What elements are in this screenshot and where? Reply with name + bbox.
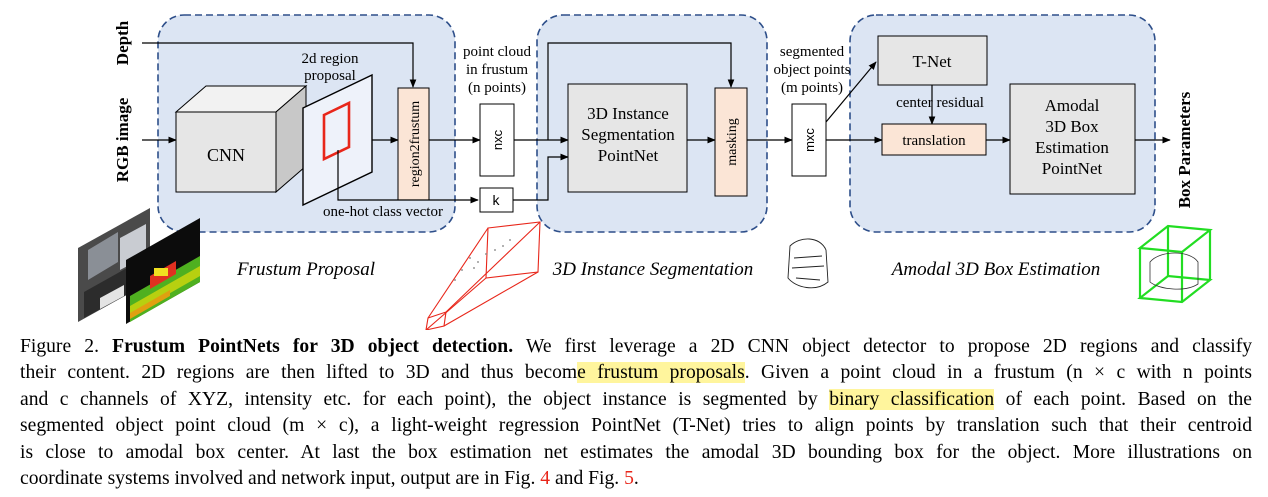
mxc-to-tnet-arrow [825,61,877,123]
caption-line-6-mid: and Fig. [554,468,620,490]
figure-5-link[interactable]: 5 [624,468,634,490]
box-estimation-pointnet-block [1009,83,1136,195]
depth-label: Depth [113,20,132,65]
cnn-label: CNN [207,145,245,165]
rgb-image-label: RGB image [113,97,132,182]
region-proposal-label-2: proposal [304,68,356,84]
segmented-label-2: object points [773,62,850,78]
masking-block [714,87,748,197]
region-proposal-label-1: 2d region [301,51,359,67]
point-cloud-label-1: point cloud [463,44,531,60]
seg-net-label-1: 3D Instance [587,104,669,123]
k-to-seg-arrow [513,153,569,201]
highlight-frustum-proposals: e frustum proposals [577,362,745,384]
one-hot-label: one-hot class vector [323,204,443,220]
highlight-binary-classification: binary classification [829,388,995,410]
box-inner-points [1149,252,1199,290]
box-net-label-2: 3D Box [1045,117,1099,136]
box-net-label-1: Amodal [1045,96,1100,115]
masking-label: masking [725,118,740,165]
box-net-label-3: Estimation [1035,138,1109,157]
output-3d-box [1137,224,1213,304]
caption-line-3-pre: and c channels of XYZ, intensity etc. fo… [20,388,818,410]
caption-line-4: segmented object point cloud (m × c), a … [20,415,1252,437]
segmented-label-1: segmented [780,44,845,60]
caption-bold-title: Frustum PointNets for 3D object detectio… [112,336,514,357]
caption-line-1-text: We first leverage a 2D CNN object detect… [525,336,1253,357]
frustum-point-cloud [425,221,541,330]
region-proposal-plane [302,73,373,207]
frustum-proposal-title: Frustum Proposal [236,259,375,280]
point-cloud-label-2: in frustum [466,62,528,78]
cnn-block: CNN [174,84,308,194]
figure-label: Figure 2. [20,336,99,357]
nxc-label: nxc [490,129,505,150]
caption-line-2-pre: their content. 2D regions are then lifte… [20,362,578,384]
region2frustum-block [397,87,430,201]
segmentation-pointnet-block [567,83,688,193]
seg-net-label-2: Segmentation [581,125,675,144]
frustum-points [454,239,511,281]
caption-line-5: is close to amodal box center. At last t… [20,441,1252,463]
box-parameters-label: Box Parameters [1175,91,1194,208]
segmented-label-3: (m points) [781,80,843,96]
caption-line-3: and c channels of XYZ, intensity etc. fo… [20,387,1252,413]
caption-line-3-post: of each point. Based on the [1005,388,1252,410]
point-cloud-label-3: (n points) [468,80,526,96]
translation-label: translation [902,133,966,149]
caption-line-6: coordinate systems involved and network … [20,466,1252,492]
k-label: k [493,192,501,208]
one-hot-arrow [337,150,479,204]
depth-arrow [142,42,417,88]
figure-caption: Figure 2. Frustum PointNets for 3D objec… [20,334,1252,492]
frustum-pointnets-diagram: Depth RGB image CNN 2d region proposal r… [78,14,1213,330]
k-block [479,187,514,213]
center-residual-label: center residual [896,95,984,111]
caption-line-2-post: . Given a point cloud in a frustum (n × … [744,362,1253,384]
caption-line-6-end: . [633,468,639,490]
caption-line-1: Figure 2. Frustum PointNets for 3D objec… [20,334,1252,360]
mxc-label: mxc [802,128,817,152]
bypass-to-masking-arrow [547,42,735,140]
segmented-object-points [787,238,829,289]
box-net-label-4: PointNet [1042,159,1103,178]
region2frustum-label: region2frustum [408,101,423,187]
box-estimation-title: Amodal 3D Box Estimation [890,259,1100,280]
seg-net-label-3: PointNet [598,146,659,165]
figure-4-link[interactable]: 4 [540,468,551,490]
depth-map-thumbnail [126,218,200,324]
tnet-label: T-Net [912,52,951,71]
instance-segmentation-title: 3D Instance Segmentation [552,259,754,280]
caption-line-6-pre: coordinate systems involved and network … [20,468,536,490]
mxc-block [791,103,827,177]
caption-line-2: their content. 2D regions are then lifte… [20,360,1252,386]
